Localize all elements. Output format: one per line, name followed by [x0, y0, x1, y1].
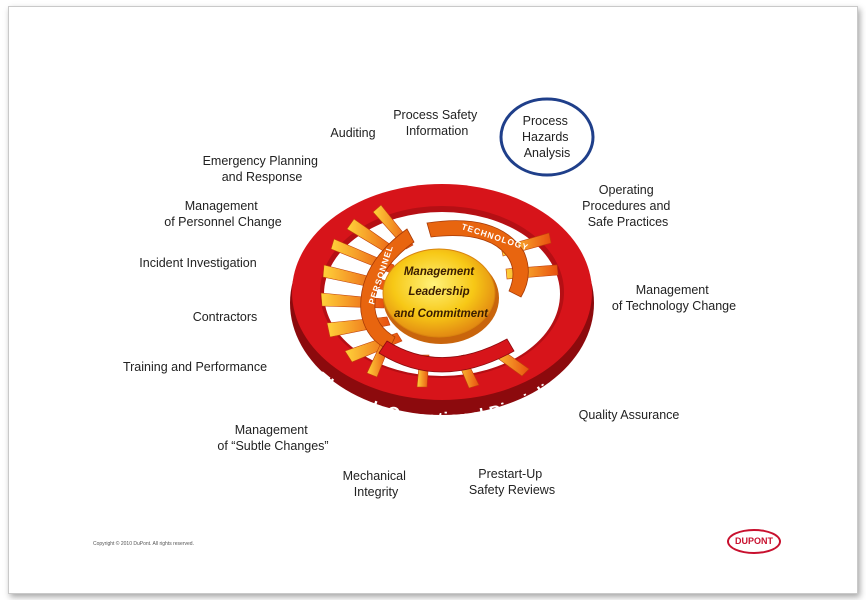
label-process-safety-information: Process Safety Information	[393, 108, 481, 138]
label-management-subtle-changes: Management of “Subtle Changes”	[217, 423, 328, 453]
label-training-performance: Training and Performance	[123, 360, 267, 374]
facilities-pillar	[378, 338, 515, 373]
copyright-text: Copyright © 2010 DuPont. All rights rese…	[93, 541, 194, 547]
dupont-logo: DUPONT	[727, 529, 781, 554]
facilities-label: FACILITIES	[416, 344, 473, 357]
label-emergency-planning: Emergency Planning and Response	[203, 154, 322, 184]
label-prestart-up-safety-reviews: Prestart-Up Safety Reviews	[469, 467, 555, 497]
label-process-hazards-analysis: Process Hazards Analysis	[522, 114, 572, 160]
label-mechanical-integrity: Mechanical Integrity	[343, 469, 410, 499]
center-line-1: Management	[404, 266, 475, 278]
process-safety-management-diagram: PERSONNEL TECHNOLOGY FACILITIES Manageme…	[123, 97, 736, 499]
label-incident-investigation: Incident Investigation	[139, 256, 256, 270]
center-hub	[382, 248, 496, 338]
center-line-3: and Commitment	[394, 308, 489, 320]
label-contractors: Contractors	[193, 310, 258, 324]
label-quality-assurance: Quality Assurance	[579, 408, 680, 422]
label-management-personnel-change: Management of Personnel Change	[164, 199, 281, 229]
highlight-circle	[499, 97, 595, 177]
label-auditing: Auditing	[330, 126, 375, 140]
technology-pillar	[426, 220, 529, 298]
slide: PERSONNEL TECHNOLOGY FACILITIES Manageme…	[8, 6, 858, 594]
personnel-pillar	[360, 228, 415, 351]
center-line-2: Leadership	[408, 286, 469, 298]
label-management-technology-change: Management of Technology Change	[612, 283, 736, 313]
label-operating-procedures: Operating Procedures and Safe Practices	[582, 183, 674, 229]
